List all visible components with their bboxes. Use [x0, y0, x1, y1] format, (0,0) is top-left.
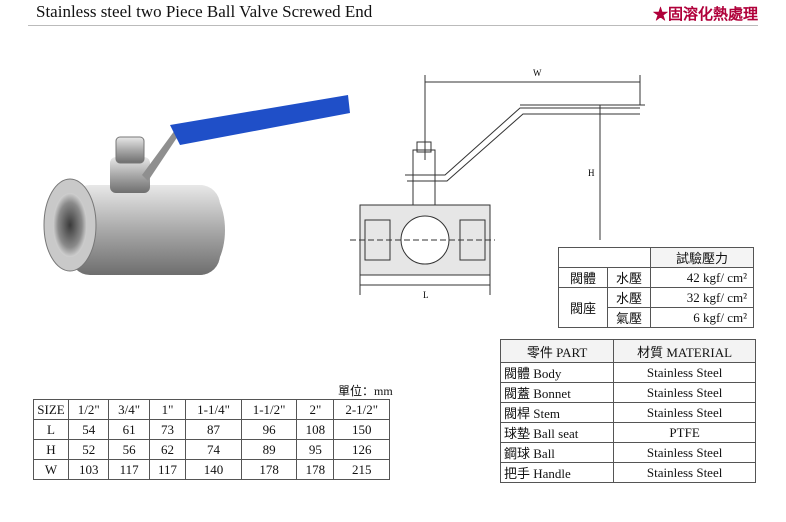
solution-treatment-badge: ★固溶化熱處理: [652, 7, 758, 23]
page-title: Stainless steel two Piece Ball Valve Scr…: [36, 2, 373, 21]
valve-technical-drawing: W H L: [350, 68, 645, 300]
ball-valve-photo: [43, 95, 350, 275]
table-row: W 103 117 117 140 178 178 215: [33, 459, 390, 480]
unit-label: 單位：mm: [338, 384, 393, 398]
table-row: 氣壓 6 kgf/ cm²: [559, 307, 754, 328]
dim-label-l: L: [423, 290, 429, 300]
test-pressure-table: 試驗壓力 閥體 水壓 42 kgf/ cm² 閥座 水壓 32 kgf/ cm²…: [558, 247, 754, 328]
title-divider: [28, 25, 758, 26]
test-pressure-header: 試驗壓力: [650, 247, 754, 268]
material-column-header: 材質 MATERIAL: [613, 339, 756, 363]
test-table-corner: [558, 247, 651, 268]
dim-label-w: W: [533, 68, 542, 78]
table-row: 閥體 水壓 42 kgf/ cm²: [558, 267, 754, 288]
table-header-row: SIZE 1/2" 3/4" 1" 1-1/4" 1-1/2" 2" 2-1/2…: [33, 399, 390, 420]
table-row: H 52 56 62 74 89 95 126: [33, 439, 390, 460]
dim-label-h: H: [588, 168, 595, 178]
table-row: L 54 61 73 87 96 108 150: [33, 419, 390, 440]
table-row: 閥座 水壓 32 kgf/ cm²: [558, 287, 754, 328]
size-dimension-table: SIZE 1/2" 3/4" 1" 1-1/4" 1-1/2" 2" 2-1/2…: [33, 399, 390, 480]
part-column-header: 零件 PART: [499, 339, 615, 363]
